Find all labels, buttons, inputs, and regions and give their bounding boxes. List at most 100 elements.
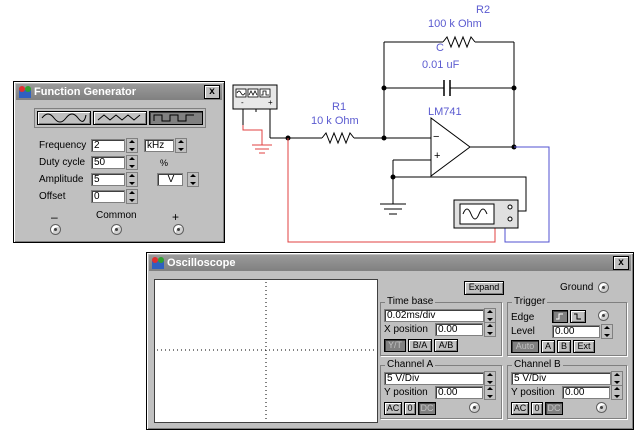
- rising-edge-button[interactable]: [552, 310, 568, 323]
- frequency-spinner[interactable]: [126, 138, 138, 153]
- yt-button[interactable]: Y/T: [384, 339, 406, 352]
- oscilloscope-title: Oscilloscope: [167, 257, 236, 269]
- frequency-unit-select[interactable]: kHz: [144, 139, 174, 152]
- offset-label: Offset: [39, 191, 66, 202]
- function-generator-icon[interactable]: [232, 84, 278, 110]
- fg-icon-plus: +: [268, 98, 273, 107]
- duty-cycle-label: Duty cycle: [39, 157, 86, 168]
- channel-a-scale-input[interactable]: 5 V/Div: [384, 372, 484, 385]
- frequency-input[interactable]: 2: [91, 139, 125, 152]
- time-base-title: Time base: [385, 296, 436, 307]
- function-generator-window: Function Generator x Frequency 2 kHz Dut…: [13, 81, 225, 243]
- oscilloscope-screen: [154, 279, 378, 423]
- channel-b-group: Channel B 5 V/Div Y position 0.00 AC 0 D…: [507, 359, 627, 419]
- rising-edge-icon: [556, 313, 563, 320]
- offset-spinner[interactable]: [126, 189, 138, 204]
- duty-cycle-spinner[interactable]: [126, 155, 138, 170]
- function-generator-title: Function Generator: [34, 86, 137, 98]
- waveform-selector: [34, 108, 206, 128]
- amplitude-unit-spinner[interactable]: [187, 172, 199, 187]
- minus-terminal-label: –: [51, 210, 58, 224]
- ground-terminal-icon[interactable]: [598, 282, 609, 293]
- trigger-b-button[interactable]: B: [557, 340, 571, 353]
- duty-cycle-input[interactable]: 50: [91, 156, 125, 169]
- x-position-label: X position: [384, 324, 428, 335]
- channel-a-ac-button[interactable]: AC: [384, 402, 402, 415]
- channel-b-y-position-label: Y position: [511, 387, 555, 398]
- frequency-unit-spinner[interactable]: [175, 138, 187, 153]
- channel-a-scale-spinner[interactable]: [484, 371, 496, 386]
- expand-button[interactable]: Expand: [464, 281, 504, 295]
- channel-b-y-position-spinner[interactable]: [611, 385, 623, 400]
- amplitude-spinner[interactable]: [126, 172, 138, 187]
- sine-wave-icon: [41, 113, 87, 123]
- r2-name: R2: [476, 4, 491, 16]
- channel-b-title: Channel B: [512, 359, 563, 370]
- oscilloscope-window: Oscilloscope x Expand Ground Time base 0…: [146, 252, 634, 430]
- channel-b-scale-spinner[interactable]: [611, 371, 623, 386]
- amplitude-input[interactable]: 5: [91, 173, 125, 186]
- channel-a-y-position-input[interactable]: 0.00: [435, 386, 483, 399]
- channel-b-zero-button[interactable]: 0: [531, 402, 543, 415]
- amplitude-unit-select[interactable]: V: [157, 173, 183, 186]
- auto-button[interactable]: Auto: [511, 340, 539, 353]
- channel-a-y-position-label: Y position: [384, 387, 428, 398]
- opamp-minus-label: −: [433, 131, 440, 143]
- square-wave-icon: [153, 114, 194, 122]
- channel-a-y-position-spinner[interactable]: [484, 385, 496, 400]
- channel-a-terminal-icon[interactable]: [469, 402, 480, 413]
- channel-b-ac-button[interactable]: AC: [511, 402, 529, 415]
- edge-label: Edge: [511, 312, 535, 323]
- x-position-spinner[interactable]: [484, 322, 496, 337]
- triangle-wave-button[interactable]: [93, 111, 147, 125]
- channel-b-scale-input[interactable]: 5 V/Div: [511, 372, 611, 385]
- r1-value: 10 k Ohm: [311, 115, 359, 127]
- trigger-ext-button[interactable]: Ext: [573, 340, 595, 353]
- plus-terminal-label: +: [172, 210, 180, 224]
- ba-button[interactable]: B/A: [408, 339, 432, 352]
- r2-value: 100 k Ohm: [428, 18, 482, 30]
- falling-edge-button[interactable]: [570, 310, 586, 323]
- time-base-input[interactable]: 0.02ms/div: [384, 309, 484, 322]
- time-base-group: Time base 0.02ms/div X position 0.00 Y/T…: [380, 296, 502, 356]
- common-terminal-label: Common: [96, 210, 137, 221]
- plus-terminal-icon[interactable]: [173, 224, 184, 235]
- capacitor-name: C: [436, 42, 444, 54]
- common-terminal-icon[interactable]: [111, 224, 122, 235]
- level-input[interactable]: 0.00: [552, 325, 600, 338]
- falling-edge-icon: [574, 313, 581, 320]
- time-base-spinner[interactable]: [484, 308, 496, 323]
- offset-input[interactable]: 0: [91, 190, 125, 203]
- r1-name: R1: [332, 101, 347, 113]
- square-wave-button[interactable]: [149, 111, 203, 125]
- oscilloscope-titlebar[interactable]: Oscilloscope x: [149, 255, 631, 271]
- close-button[interactable]: x: [613, 256, 629, 270]
- close-button[interactable]: x: [204, 85, 220, 99]
- fg-icon-minus: -: [241, 98, 244, 107]
- channel-b-dc-button[interactable]: DC: [545, 402, 563, 415]
- oscilloscope-icon[interactable]: [453, 199, 519, 229]
- amplitude-label: Amplitude: [39, 174, 84, 185]
- level-label: Level: [511, 326, 535, 337]
- channel-a-dc-button[interactable]: DC: [418, 402, 436, 415]
- channel-b-terminal-icon[interactable]: [596, 402, 607, 413]
- channel-a-title: Channel A: [385, 359, 436, 370]
- app-icon: [152, 257, 164, 269]
- level-spinner[interactable]: [601, 324, 613, 339]
- function-generator-titlebar[interactable]: Function Generator x: [16, 84, 222, 100]
- channel-a-zero-button[interactable]: 0: [404, 402, 416, 415]
- capacitor-value: 0.01 uF: [422, 59, 460, 71]
- app-icon: [19, 86, 31, 98]
- channel-b-y-position-input[interactable]: 0.00: [562, 386, 610, 399]
- sine-wave-button[interactable]: [37, 111, 91, 125]
- ab-button[interactable]: A/B: [434, 339, 458, 352]
- opamp-plus-label: +: [434, 150, 441, 162]
- trigger-terminal-icon[interactable]: [598, 310, 609, 321]
- x-position-input[interactable]: 0.00: [435, 323, 483, 336]
- trigger-a-button[interactable]: A: [541, 340, 555, 353]
- trigger-title: Trigger: [512, 296, 548, 307]
- minus-terminal-icon[interactable]: [50, 224, 61, 235]
- trigger-group: Trigger Edge Level 0.00 Auto A B Ext: [507, 296, 627, 356]
- frequency-label: Frequency: [39, 140, 87, 151]
